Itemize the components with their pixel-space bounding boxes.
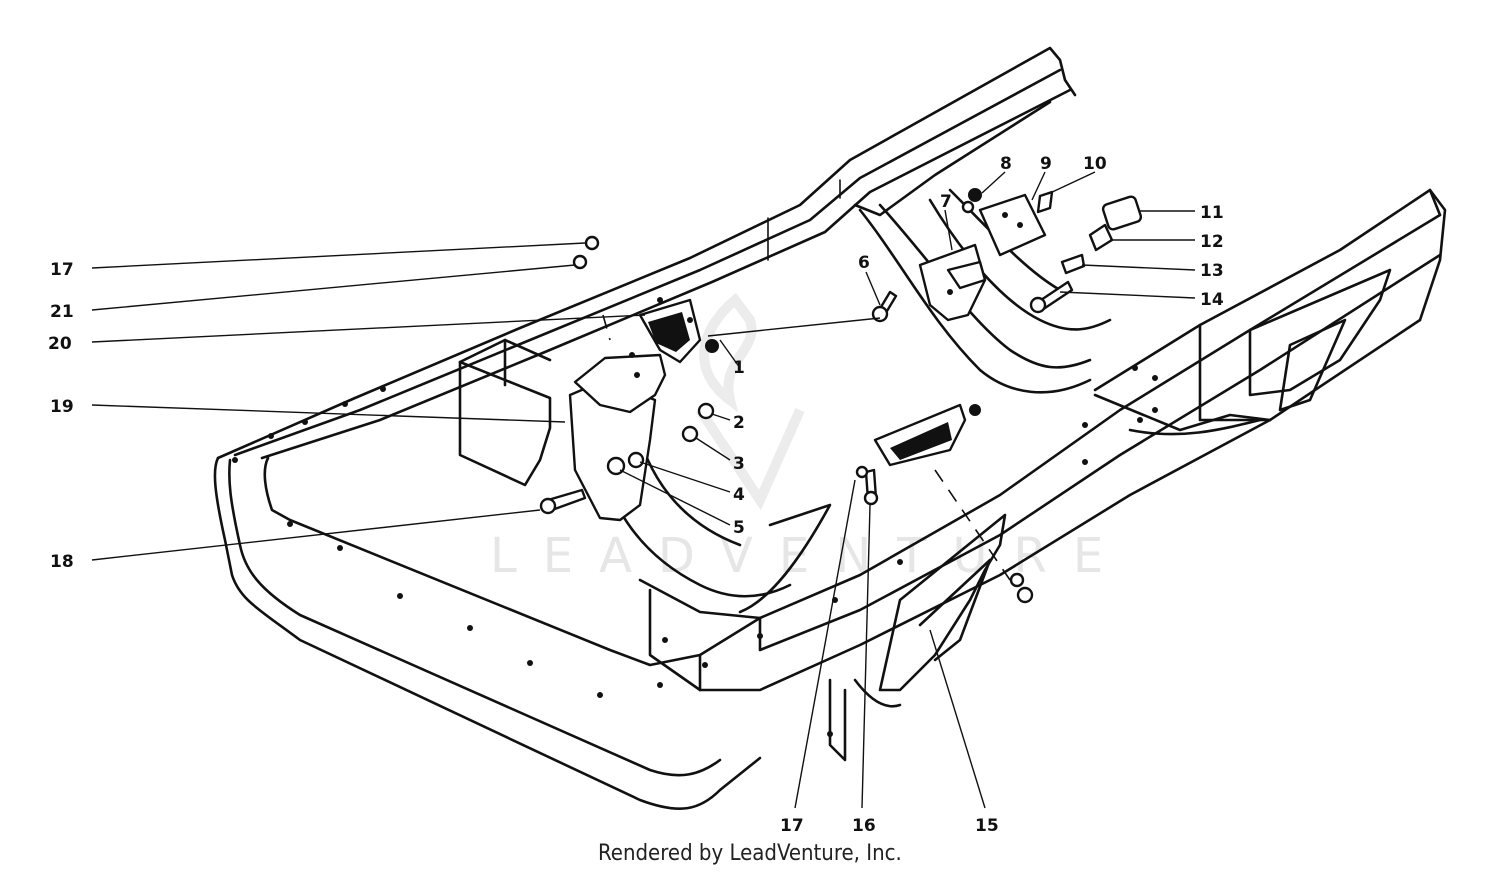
callout-5: 5 — [733, 518, 745, 538]
callout-18: 18 — [50, 552, 74, 572]
callout-20: 20 — [48, 334, 72, 354]
callout-8: 8 — [1000, 154, 1012, 174]
callout-10: 10 — [1083, 154, 1107, 174]
callout-19: 19 — [50, 397, 74, 417]
watermark-logo — [695, 292, 805, 511]
callout-11: 11 — [1200, 203, 1224, 223]
callout-1: 1 — [733, 358, 745, 378]
frame-holes — [232, 365, 1158, 737]
callout-14: 14 — [1200, 290, 1224, 310]
callout-15: 15 — [975, 816, 999, 836]
callouts: 17 21 20 19 18 1 2 3 4 5 6 7 8 9 10 11 1… — [48, 154, 1224, 836]
callout-17: 17 — [50, 260, 74, 280]
callout-16: 16 — [852, 816, 876, 836]
callout-13: 13 — [1200, 261, 1224, 281]
callout-21: 21 — [50, 302, 74, 322]
callout-9: 9 — [1040, 154, 1052, 174]
center-mount-assembly — [855, 403, 1034, 604]
callout-12: 12 — [1200, 232, 1224, 252]
credit-text: Rendered by LeadVenture, Inc. — [598, 841, 902, 866]
callout-7: 7 — [940, 192, 952, 212]
front-mount-assembly — [539, 235, 719, 522]
callout-3: 3 — [733, 454, 745, 474]
callout-6: 6 — [858, 253, 870, 273]
callout-4: 4 — [733, 485, 745, 505]
callout-17-bottom: 17 — [780, 816, 804, 836]
frame — [213, 46, 1447, 811]
rear-mount-assembly — [871, 188, 1143, 323]
callout-2: 2 — [733, 413, 745, 433]
leader-lines — [91, 171, 1196, 809]
